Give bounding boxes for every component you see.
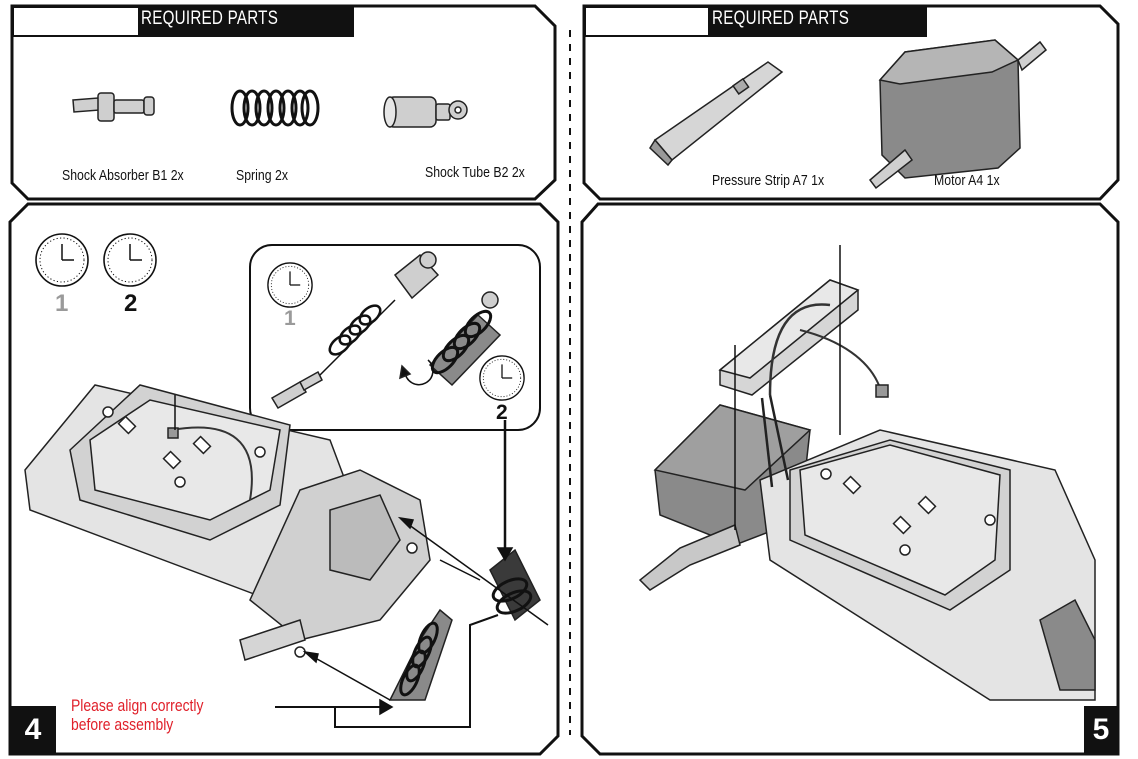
parts-panel-right-frame <box>582 4 1120 201</box>
shock-absorber-part-icon <box>72 92 155 122</box>
alignment-warning-line1: Please align correctly <box>71 696 204 715</box>
step5-panel-frame <box>580 202 1120 756</box>
step4-assembly-arrows <box>174 395 549 728</box>
step5-motor-chassis-illustration <box>638 245 1096 701</box>
inset-exploded-shock-icon <box>270 251 502 410</box>
alignment-warning: Please align correctly before assembly <box>71 696 203 734</box>
inset-clock-icon-2 <box>479 355 525 401</box>
part-label-spring: Spring 2x <box>236 167 288 184</box>
part-label-motor: Motor A4 1x <box>934 172 1000 189</box>
spring-part-icon <box>230 89 320 127</box>
step4-inset-box <box>249 244 541 431</box>
required-parts-header-right: REQUIRED PARTS <box>712 8 850 29</box>
clock-number-2: 2 <box>124 290 138 317</box>
pressure-strip-part-icon <box>649 61 784 167</box>
inset-clock-number-2: 2 <box>496 401 508 424</box>
clock-icon-1 <box>35 233 89 287</box>
step4-panel-frame <box>8 202 560 756</box>
clock-icon-2 <box>103 233 157 287</box>
step4-number: 4 <box>10 708 56 752</box>
alignment-warning-line2: before assembly <box>71 715 174 734</box>
step4-chassis-illustration <box>24 384 541 701</box>
inset-clock-number-1: 1 <box>284 307 296 330</box>
shock-tube-part-icon <box>383 96 468 128</box>
part-label-shock-tube: Shock Tube B2 2x <box>425 164 525 181</box>
step5-number: 5 <box>1084 708 1118 752</box>
clock-number-1: 1 <box>55 290 69 317</box>
parts-panel-left-frame <box>10 4 557 201</box>
part-label-pressure-strip: Pressure Strip A7 1x <box>712 172 825 189</box>
required-parts-header-left: REQUIRED PARTS <box>141 8 279 29</box>
part-label-shock-absorber: Shock Absorber B1 2x <box>62 167 184 184</box>
motor-part-icon <box>868 39 1048 190</box>
inset-clock-icon-1 <box>267 262 313 308</box>
